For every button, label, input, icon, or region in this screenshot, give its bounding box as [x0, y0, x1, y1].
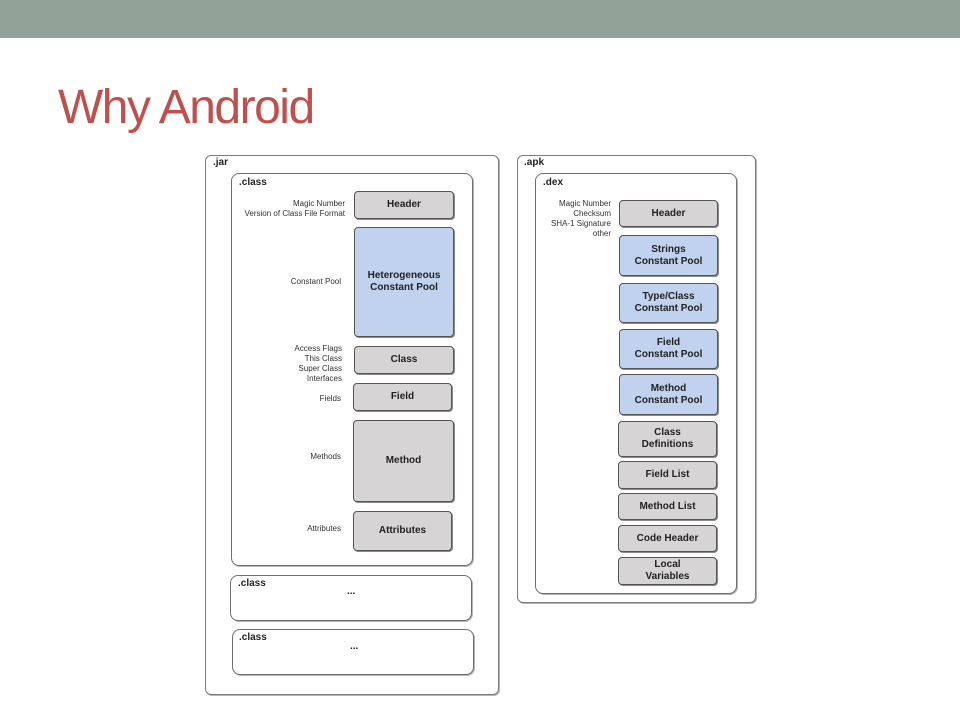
heterogeneous-constant-pool-block: Heterogeneous Constant Pool [354, 227, 454, 337]
class-tag: .class [239, 177, 267, 188]
dex-header-desc: Magic Number Checksum SHA-1 Signature ot… [550, 199, 611, 238]
top-accent-bar [0, 0, 960, 38]
jar-class-container-3 [232, 629, 474, 675]
class-definitions-block: Class Definitions [618, 421, 717, 457]
field-block: Field [353, 383, 452, 411]
method-block: Method [353, 420, 454, 502]
class-ellipsis-3: ... [350, 641, 359, 652]
class-header-desc: Magic Number Version of Class File Forma… [244, 199, 345, 218]
class-block: Class [354, 346, 454, 374]
field-constant-pool-block: Field Constant Pool [619, 329, 718, 369]
class-ellipsis-2: ... [347, 586, 356, 597]
methods-desc: Methods [310, 452, 341, 461]
jar-tag: .jar [213, 157, 229, 168]
type-class-constant-pool-block: Type/Class Constant Pool [619, 283, 718, 323]
attributes-desc: Attributes [307, 524, 341, 533]
class-info-desc: Access Flags This Class Super Class Inte… [294, 344, 342, 383]
constant-pool-desc: Constant Pool [290, 277, 341, 286]
jar-class-container-2 [230, 575, 472, 621]
dex-header-block: Header [619, 200, 718, 227]
strings-constant-pool-block: Strings Constant Pool [619, 235, 718, 276]
fields-desc: Fields [319, 394, 341, 403]
method-list-block: Method List [618, 493, 717, 520]
class-tag-3: .class [239, 632, 267, 643]
attributes-block: Attributes [353, 511, 452, 551]
field-list-block: Field List [618, 461, 717, 489]
class-tag-2: .class [238, 578, 266, 589]
class-header-block: Header [354, 191, 454, 219]
apk-tag: .apk [524, 157, 545, 168]
method-constant-pool-block: Method Constant Pool [619, 374, 718, 415]
dex-tag: .dex [543, 177, 564, 188]
local-variables-block: Local Variables [618, 557, 717, 585]
code-header-block: Code Header [618, 525, 717, 552]
slide-title: Why Android [58, 81, 315, 134]
